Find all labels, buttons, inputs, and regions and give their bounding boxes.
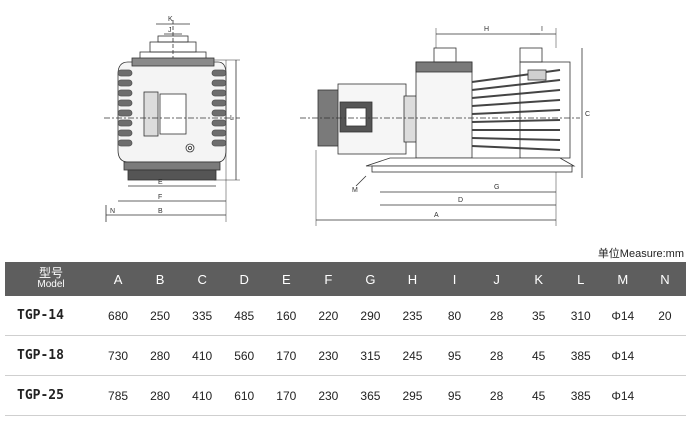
table-cell: 560 <box>223 335 266 376</box>
table-cell: Φ14 <box>601 335 644 376</box>
column-header: G <box>349 262 392 296</box>
dim-label-i: I <box>541 26 543 33</box>
table-cell: 235 <box>391 296 434 336</box>
table-cell <box>643 375 686 416</box>
column-header: B <box>139 262 182 296</box>
table-cell: 28 <box>475 375 518 416</box>
table-cell: 80 <box>433 296 476 336</box>
table-cell: 170 <box>265 335 308 376</box>
column-header: A <box>97 262 140 296</box>
table-cell: 485 <box>223 296 266 336</box>
table-header-row: 型号 Model A B C D E F G H I J K L M N <box>5 262 686 296</box>
dim-label-l: L <box>230 115 234 122</box>
model-cell: TGP-14 <box>5 296 97 336</box>
table-cell: 385 <box>559 335 602 376</box>
column-header: L <box>559 262 602 296</box>
table-cell: 95 <box>433 335 476 376</box>
table-cell: 170 <box>265 375 308 416</box>
side-dimension-labels: H I C M G D A <box>352 26 590 219</box>
table-cell: Φ14 <box>601 375 644 416</box>
dim-label-a: A <box>434 212 439 219</box>
table-cell: 245 <box>391 335 434 376</box>
side-view <box>300 28 583 226</box>
table-cell: 28 <box>475 335 518 376</box>
table-cell: 315 <box>349 335 392 376</box>
column-header: F <box>307 262 350 296</box>
dim-label-d: D <box>458 197 463 204</box>
dim-label-h: H <box>484 26 489 33</box>
table-cell: 35 <box>517 296 560 336</box>
table-cell: 610 <box>223 375 266 416</box>
model-column-header: 型号 Model <box>5 262 97 296</box>
dim-label-c: C <box>585 111 590 118</box>
table-cell: 290 <box>349 296 392 336</box>
dim-label-n: N <box>110 208 115 215</box>
dimension-spec-table: 型号 Model A B C D E F G H I J K L M N TGP… <box>5 262 686 416</box>
model-cell: TGP-18 <box>5 335 97 376</box>
table-cell: 160 <box>265 296 308 336</box>
table-cell: 410 <box>181 335 224 376</box>
table-cell: 335 <box>181 296 224 336</box>
table-cell <box>643 335 686 376</box>
table-cell: 20 <box>643 296 686 336</box>
table-cell: 385 <box>559 375 602 416</box>
table-cell: 28 <box>475 296 518 336</box>
dim-label-k: K <box>168 16 173 23</box>
table-cell: 95 <box>433 375 476 416</box>
column-header: K <box>517 262 560 296</box>
dim-label-e: E <box>158 179 163 186</box>
table-cell: Φ14 <box>601 296 644 336</box>
table-cell: 250 <box>139 296 182 336</box>
table-cell: 785 <box>97 375 140 416</box>
table-cell: 310 <box>559 296 602 336</box>
column-header: E <box>265 262 308 296</box>
model-header-en: Model <box>37 279 65 290</box>
table-cell: 680 <box>97 296 140 336</box>
table-row: TGP-18 730 280 410 560 170 230 315 245 9… <box>5 335 686 376</box>
model-header-cn: 型号 <box>38 266 63 280</box>
front-view <box>104 20 240 222</box>
table-cell: 410 <box>181 375 224 416</box>
table-cell: 365 <box>349 375 392 416</box>
table-cell: 730 <box>97 335 140 376</box>
table-cell: 280 <box>139 375 182 416</box>
pump-dimension-drawing: K J E F B N L H I C M G D A <box>104 16 590 226</box>
column-header: C <box>181 262 224 296</box>
unit-note: 单位Measure:mm <box>597 248 684 260</box>
table-cell: 220 <box>307 296 350 336</box>
column-header: D <box>223 262 266 296</box>
column-header: J <box>475 262 518 296</box>
dim-label-j: J <box>168 27 172 34</box>
table-cell: 280 <box>139 335 182 376</box>
table-row: TGP-25 785 280 410 610 170 230 365 295 9… <box>5 375 686 416</box>
table-row: TGP-14 680 250 335 485 160 220 290 235 8… <box>5 296 686 336</box>
column-header: N <box>643 262 686 296</box>
table-cell: 45 <box>517 375 560 416</box>
column-header: H <box>391 262 434 296</box>
dim-label-b: B <box>158 208 163 215</box>
table-cell: 295 <box>391 375 434 416</box>
table-cell: 45 <box>517 335 560 376</box>
table-cell: 230 <box>307 335 350 376</box>
column-header: I <box>433 262 476 296</box>
column-header: M <box>601 262 644 296</box>
table-cell: 230 <box>307 375 350 416</box>
model-cell: TGP-25 <box>5 375 97 416</box>
dim-label-g: G <box>494 184 499 191</box>
front-dimension-labels: K J E F B N L <box>110 16 234 215</box>
dim-label-m: M <box>352 187 358 194</box>
dim-label-f: F <box>158 194 162 201</box>
